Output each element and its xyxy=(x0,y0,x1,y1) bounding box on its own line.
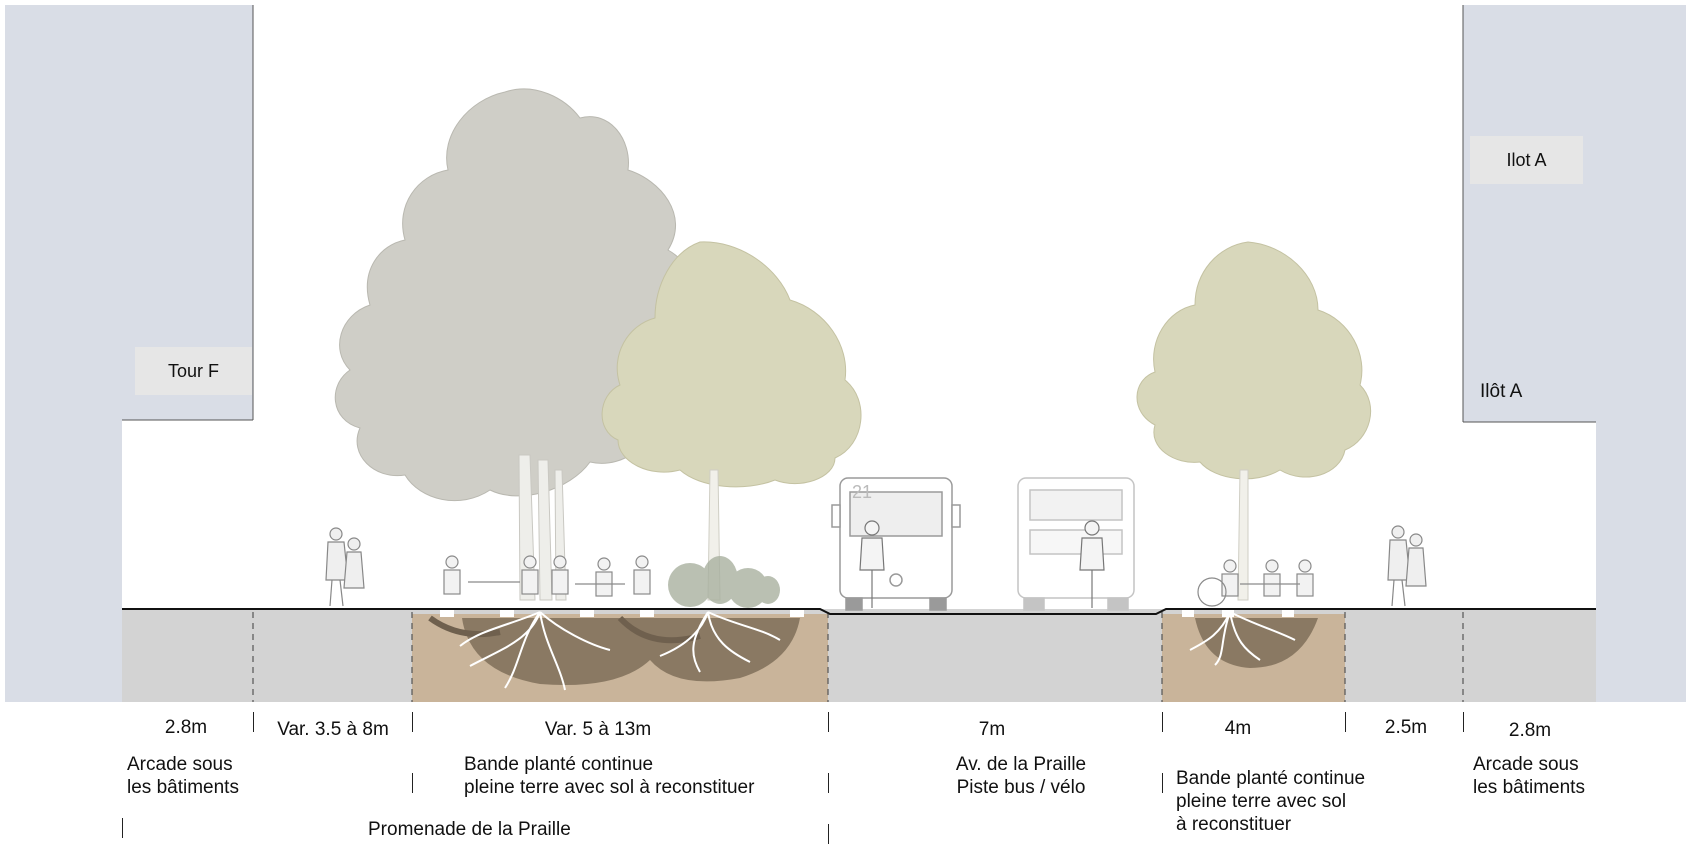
left-building xyxy=(5,5,253,702)
ground-slab xyxy=(122,609,1596,702)
right-soil-bed xyxy=(1162,609,1345,702)
dimension-tick xyxy=(412,712,413,732)
large-grey-tree xyxy=(334,88,696,502)
right-building xyxy=(1463,5,1686,702)
dimension-tick xyxy=(412,773,413,793)
width-arcade-left: 2.8m xyxy=(164,717,208,738)
desc-line: les bâtiments xyxy=(127,777,239,798)
dimension-tick xyxy=(1162,712,1163,732)
width-planted-right: 4m xyxy=(1224,718,1252,739)
promenade-tick xyxy=(828,824,829,844)
promenade-label: Promenade de la Praille xyxy=(368,819,571,840)
ilot-a-label: Ilôt A xyxy=(1480,381,1523,402)
desc-line: les bâtiments xyxy=(1473,777,1585,798)
width-bus-lane: 7m xyxy=(978,719,1006,740)
desc-line: Arcade sous xyxy=(1473,754,1579,775)
desc-arcade-right: Arcade sous les bâtiments xyxy=(1473,753,1585,799)
cyclists xyxy=(859,520,1105,608)
dimension-tick xyxy=(828,773,829,793)
desc-line: Av. de la Praille xyxy=(955,754,1087,775)
ilot-a-tag: Ilot A xyxy=(1470,136,1583,184)
promenade-tick xyxy=(122,818,123,838)
width-sidewalk-right: 2.5m xyxy=(1384,717,1428,738)
dimension-tick xyxy=(1463,712,1464,732)
desc-line: Piste bus / vélo xyxy=(956,777,1086,798)
desc-line: Arcade sous xyxy=(127,754,233,775)
dimension-tick xyxy=(253,712,254,732)
desc-planted-right: Bande planté continue pleine terre avec … xyxy=(1176,767,1365,836)
desc-line: pleine terre avec sol à reconstituer xyxy=(464,777,755,798)
shrubs xyxy=(668,556,780,608)
desc-bus-lane: Av. de la Praille Piste bus / vélo xyxy=(956,753,1086,799)
tour-f-tag: Tour F xyxy=(135,347,252,395)
desc-line: à reconstituer xyxy=(1176,814,1292,835)
bus-route-number: 21 xyxy=(852,482,872,502)
dimension-tick xyxy=(828,712,829,732)
cafe-seating xyxy=(443,555,1314,607)
width-promenade-walk: Var. 3.5 à 8m xyxy=(277,719,389,740)
desc-line: Bande planté continue xyxy=(464,754,654,775)
desc-line: pleine terre avec sol xyxy=(1176,791,1347,812)
ground-line xyxy=(122,608,1596,615)
right-green-tree xyxy=(1136,241,1372,601)
desc-planted-left: Bande planté continue pleine terre avec … xyxy=(464,753,754,799)
desc-arcade-left: Arcade sous les bâtiments xyxy=(127,753,239,799)
dimension-tick xyxy=(1162,773,1163,793)
pedestrians xyxy=(325,525,1427,607)
width-arcade-right: 2.8m xyxy=(1508,720,1552,741)
dimension-tick xyxy=(1345,712,1346,732)
width-planted-left: Var. 5 à 13m xyxy=(544,719,652,740)
left-soil-bed xyxy=(412,609,828,702)
rear-bus xyxy=(1017,477,1135,611)
desc-line: Bande planté continue xyxy=(1176,768,1366,789)
